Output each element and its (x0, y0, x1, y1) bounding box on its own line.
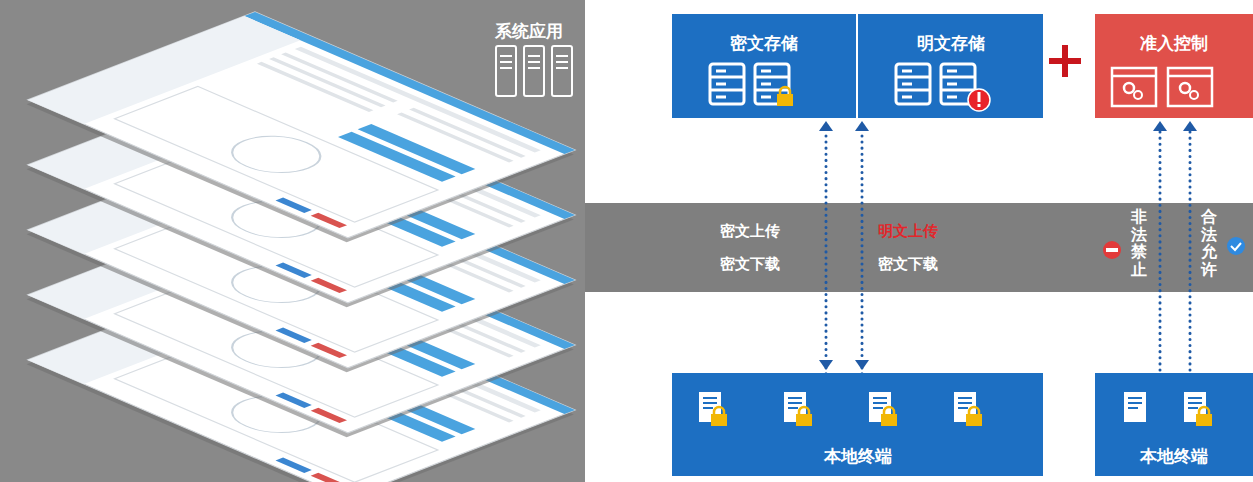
box-title: 准入控制 (1095, 32, 1253, 55)
dotted-arrow (1153, 121, 1167, 370)
access-control-box: 准入控制 (1095, 14, 1253, 118)
storage-box: 明文存储 (858, 14, 1043, 118)
dotted-arrow (819, 121, 833, 380)
text-label: 密文上传 (720, 222, 780, 241)
terminal-box: 本地终端 (672, 373, 1043, 476)
text-label: 明文上传 (878, 222, 938, 241)
vertical-label: 非法禁止 (1131, 208, 1147, 278)
storage-box: 密文存储 (672, 14, 856, 118)
box-title: 密文存储 (672, 32, 856, 55)
text-label: 密文下载 (878, 255, 938, 274)
dotted-arrow (855, 121, 869, 380)
terminal-box: 本地终端 (1095, 373, 1253, 476)
text-label: 系统应用 (495, 20, 563, 43)
box-title: 本地终端 (1095, 445, 1253, 468)
dotted-arrow (1183, 121, 1197, 370)
vertical-label: 合法允许 (1201, 208, 1217, 278)
text-label: 密文下载 (720, 255, 780, 274)
box-title: 明文存储 (858, 32, 1043, 55)
box-title: 本地终端 (672, 445, 1043, 468)
